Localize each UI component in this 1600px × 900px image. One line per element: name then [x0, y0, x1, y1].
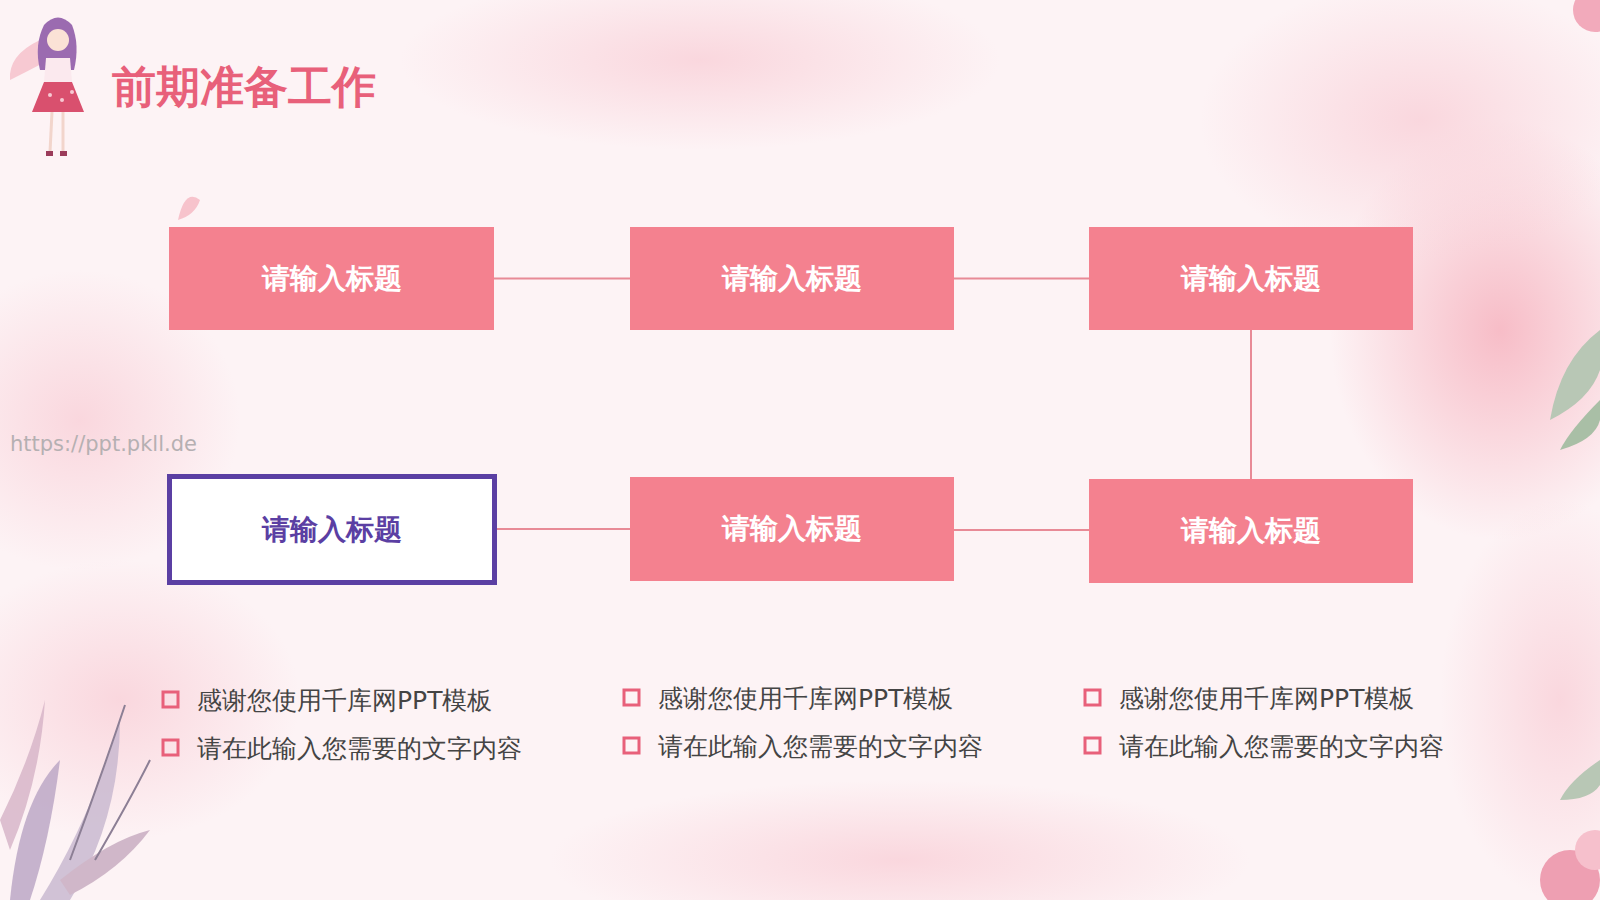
box-title: 请输入标题	[722, 260, 862, 298]
bullet-text: 感谢您使用千库网PPT模板	[197, 684, 492, 717]
watermark: https://ppt.pkll.de	[10, 432, 197, 456]
box-title: 请输入标题	[1181, 512, 1321, 550]
bullet-text: 感谢您使用千库网PPT模板	[658, 682, 953, 715]
slide-title: 前期准备工作	[112, 58, 376, 117]
bullet-text: 请在此输入您需要的文字内容	[658, 730, 983, 763]
box-title: 请输入标题	[1181, 260, 1321, 298]
connector-line	[494, 278, 630, 280]
flower-decoration	[1540, 0, 1600, 900]
bullet-text: 请在此输入您需要的文字内容	[197, 732, 522, 765]
process-box: 请输入标题	[1089, 227, 1413, 330]
box-title: 请输入标题	[262, 260, 402, 298]
process-box: 请输入标题	[1089, 479, 1413, 583]
bullet-text: 感谢您使用千库网PPT模板	[1119, 682, 1414, 715]
connector-line	[954, 278, 1089, 280]
process-box: 请输入标题	[630, 227, 954, 330]
connector-line	[1250, 330, 1252, 479]
connector-line	[954, 529, 1089, 531]
girl-illustration	[10, 18, 84, 157]
leaf-decoration	[0, 700, 150, 900]
process-box: 请输入标题	[169, 227, 494, 330]
process-box: 请输入标题	[167, 474, 497, 585]
box-title: 请输入标题	[722, 510, 862, 548]
process-box: 请输入标题	[630, 477, 954, 581]
bullet-text: 请在此输入您需要的文字内容	[1119, 730, 1444, 763]
box-title: 请输入标题	[262, 511, 402, 549]
connector-line	[497, 528, 630, 530]
